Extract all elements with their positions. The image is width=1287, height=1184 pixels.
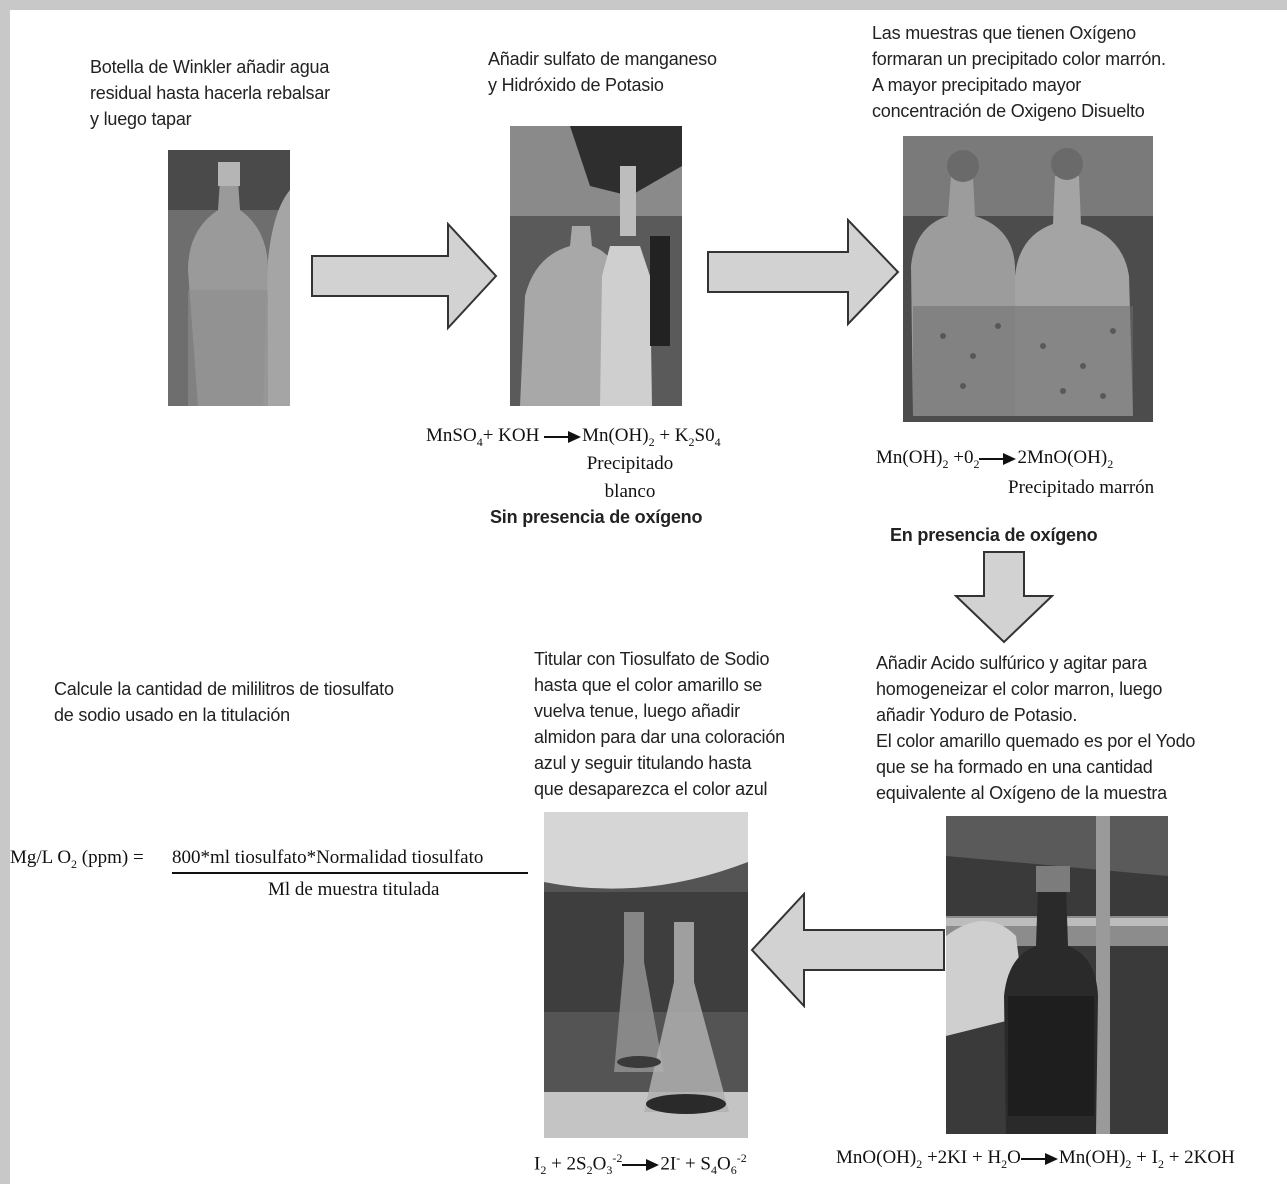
reagent-addition-photo [510, 126, 682, 406]
no-oxygen-condition: Sin presencia de oxígeno [490, 507, 703, 527]
step3-description: Las muestras que tienen Oxígeno formaran… [872, 23, 1166, 121]
white-precipitate-label-2: blanco [604, 481, 656, 502]
diagram-canvas: Botella de Winkler añadir agua residual … [10, 10, 1287, 1184]
reaction-arrow-icon [544, 430, 582, 443]
fraction-bar [172, 872, 528, 874]
right-arrow-icon [311, 222, 498, 331]
brown-precipitate-photo [903, 136, 1153, 422]
down-arrow-icon [954, 551, 1054, 644]
formula-numerator: 800*ml tiosulfato*Normalidad tiosulfato [172, 847, 484, 868]
step1-description: Botella de Winkler añadir agua residual … [90, 57, 330, 129]
formula-left-side: Mg/L O2 (ppm) = [10, 847, 144, 871]
brown-precipitate-label: Precipitado marrón [1008, 477, 1155, 498]
step5-description: Titular con Tiosulfato de Sodio hasta qu… [534, 649, 785, 799]
iodine-bottle-photo [946, 816, 1168, 1134]
step2-description: Añadir sulfato de manganeso y Hidróxido … [488, 49, 717, 95]
left-arrow-icon [750, 892, 945, 1008]
right-arrow-icon [707, 218, 900, 327]
formula-denominator: Ml de muestra titulada [268, 879, 440, 900]
reaction-arrow-icon [979, 452, 1017, 465]
step6-description: Calcule la cantidad de mililitros de tio… [54, 679, 394, 725]
reaction-arrow-icon [622, 1158, 660, 1171]
reaction-arrow-icon [1020, 1152, 1058, 1165]
step4-description: Añadir Acido sulfúrico y agitar para hom… [876, 653, 1196, 803]
titration-flasks-photo [544, 812, 748, 1138]
white-precipitate-label: Precipitado [586, 453, 674, 474]
equation-manganese-hydroxide: MnSO4+ KOH Mn(OH)2 + K2S04 [426, 425, 721, 449]
winkler-bottle-photo [168, 150, 290, 406]
oxygen-condition: En presencia de oxígeno [890, 525, 1098, 545]
